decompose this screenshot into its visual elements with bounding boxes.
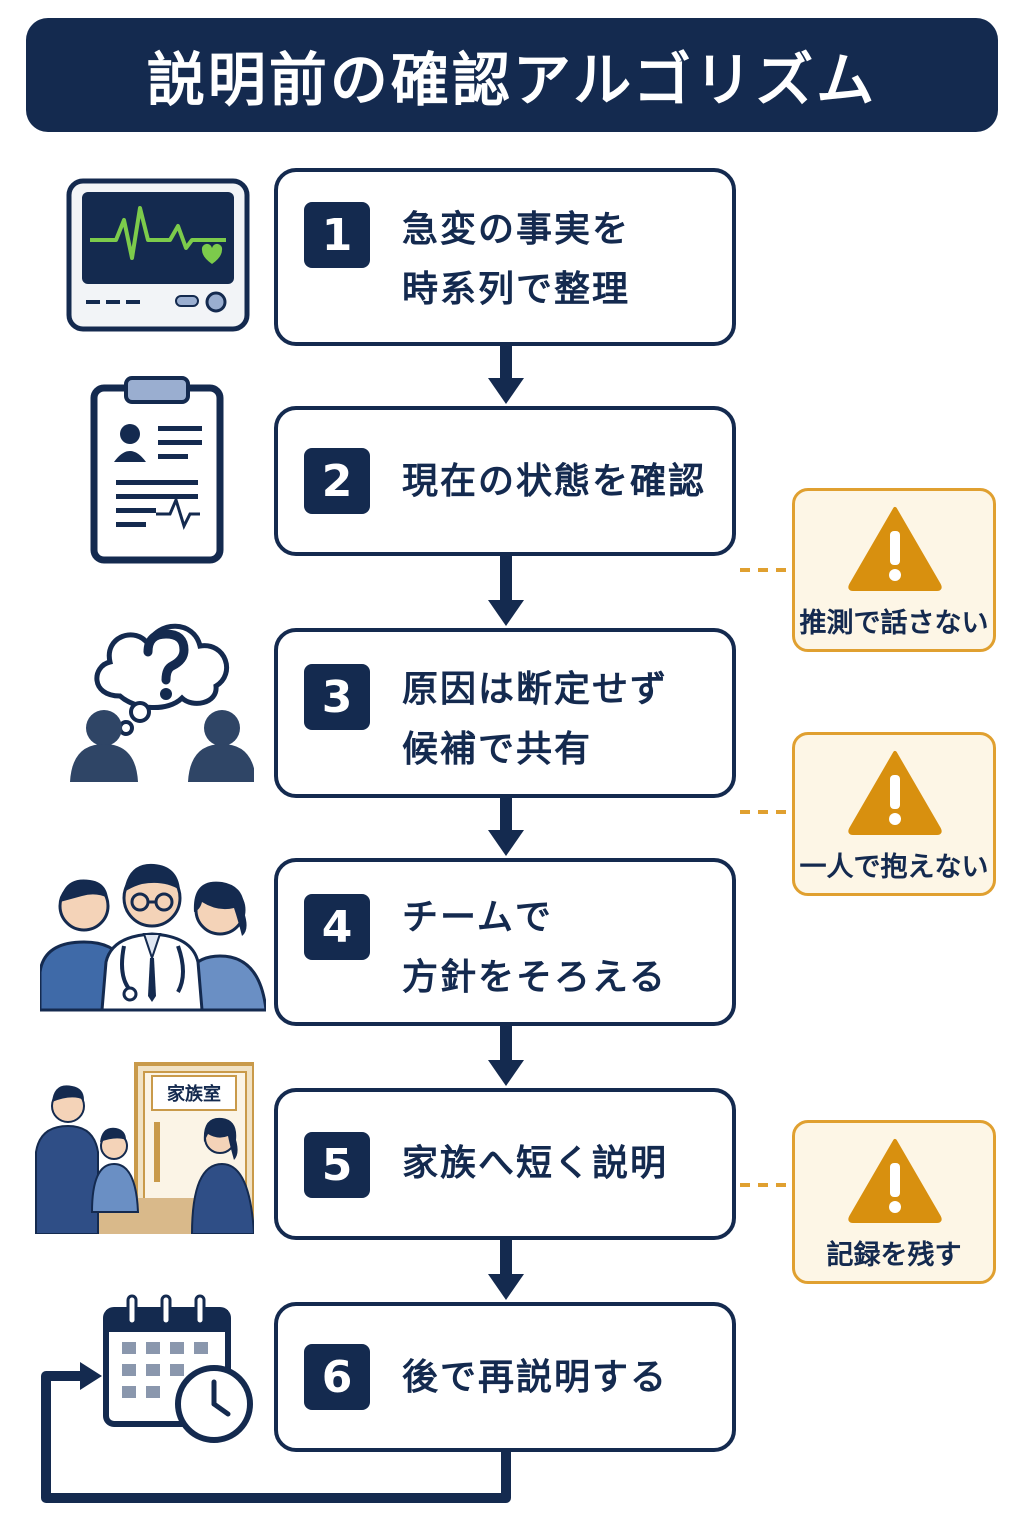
step-4-box: 4 チームで 方針をそろえる	[274, 858, 736, 1026]
step-6-line-1: 後で再説明する	[402, 1357, 669, 1398]
warning-box-1: 推測で話さない	[792, 488, 996, 652]
step-1-number: 1	[304, 202, 370, 268]
warning-icon	[848, 1139, 942, 1223]
family-room-sign: 家族室	[167, 1083, 221, 1105]
step-3-text: 原因は断定せず 候補で共有	[402, 660, 722, 780]
warning-box-2: 一人で抱えない	[792, 732, 996, 896]
step-2-number: 2	[304, 448, 370, 514]
warning-icon	[848, 751, 942, 835]
step-3-line-2: 候補で共有	[402, 729, 593, 770]
step-5-number: 5	[304, 1132, 370, 1198]
warning-label-3: 記録を残す	[826, 1240, 962, 1271]
step-4-line-2: 方針をそろえる	[402, 957, 667, 998]
step-2-line-1: 現在の状態を確認	[402, 461, 707, 502]
warning-label-1: 推測で話さない	[799, 608, 989, 639]
step-2-box: 2 現在の状態を確認	[274, 406, 736, 556]
step-2-text: 現在の状態を確認	[402, 452, 722, 512]
warning-label-2: 一人で抱えない	[799, 852, 989, 883]
medical-team-icon	[40, 863, 266, 1012]
step-4-number: 4	[304, 894, 370, 960]
step-6-number: 6	[304, 1344, 370, 1410]
step-4-line-1: チームで	[402, 897, 553, 938]
clipboard-chart-icon	[90, 376, 224, 564]
family-room-icon: 家族室	[35, 1062, 254, 1234]
step-1-line-1: 急変の事実を	[402, 209, 631, 250]
step-1-text: 急変の事実を 時系列で整理	[402, 200, 722, 320]
page-title: 説明前の確認アルゴリズム	[146, 46, 878, 114]
step-5-text: 家族へ短く説明	[402, 1134, 722, 1194]
calendar-clock-icon	[103, 1294, 253, 1443]
step-3-box: 3 原因は断定せず 候補で共有	[274, 628, 736, 798]
warning-icon	[848, 507, 942, 591]
thinking-people-icon	[70, 623, 254, 782]
title-banner: 説明前の確認アルゴリズム	[26, 18, 998, 132]
step-3-number: 3	[304, 664, 370, 730]
step-6-box: 6 後で再説明する	[274, 1302, 736, 1452]
heart-monitor-icon	[66, 178, 250, 332]
step-3-line-1: 原因は断定せず	[402, 669, 669, 710]
step-5-box: 5 家族へ短く説明	[274, 1088, 736, 1240]
step-4-text: チームで 方針をそろえる	[402, 888, 722, 1008]
step-6-text: 後で再説明する	[402, 1348, 722, 1408]
step-1-box: 1 急変の事実を 時系列で整理	[274, 168, 736, 346]
warning-box-3: 記録を残す	[792, 1120, 996, 1284]
step-1-line-2: 時系列で整理	[402, 269, 631, 310]
step-5-line-1: 家族へ短く説明	[402, 1143, 669, 1184]
